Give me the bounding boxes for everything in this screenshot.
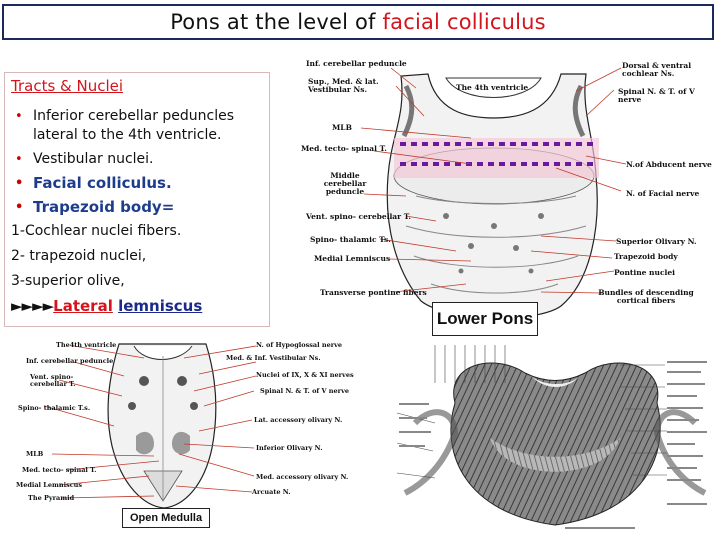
label-medulla-mlb: MLB bbox=[26, 450, 44, 458]
lateral-word: Lateral bbox=[53, 297, 113, 315]
label-medulla-medial-lemniscus: Medial Lemniscus bbox=[16, 481, 83, 489]
notes-panel: Tracts & Nuclei • Inferior cerebellar ped… bbox=[4, 72, 270, 327]
lower-pons-caption: Lower Pons bbox=[432, 302, 538, 336]
label-med-tecto-spinal: Med. tecto- spinal T. bbox=[301, 144, 387, 153]
label-inferior-olivary: Inferior Olivary N. bbox=[256, 444, 323, 452]
label-trapezoid-body: Trapezoid body bbox=[614, 252, 678, 261]
label-transverse-pontine: Transverse pontine fibers bbox=[320, 288, 427, 297]
label-vestibular-ns: Sup., Med. & lat. Vestibular Ns. bbox=[308, 77, 379, 94]
title-banner: Pons at the level of facial colliculus bbox=[2, 4, 714, 40]
label-medulla-vestibular: Med. & Inf. Vestibular Ns. bbox=[226, 354, 321, 362]
label-fourth-ventricle: The 4th ventricle bbox=[456, 83, 529, 92]
label-medulla-fourth-ventricle: The4th ventricle bbox=[56, 341, 117, 349]
arrows-icon: ►►►► bbox=[11, 297, 54, 315]
label-pyramid: The Pyramid bbox=[28, 494, 75, 502]
label-spinothalamic: Spino- thalamic Ts. bbox=[310, 235, 391, 244]
label-spinal-n-v: Spinal N. & T. of V nerve bbox=[618, 87, 695, 104]
bullet-text: Facial colliculus. bbox=[33, 174, 172, 192]
label-med-accessory-olivary: Med. accessory olivary N. bbox=[256, 473, 349, 481]
label-middle-cerebellar-peduncle: Middle cerebellar peduncle bbox=[323, 171, 367, 196]
lateral-lemniscus-line: ►►►►Lateral lemniscus bbox=[11, 297, 263, 315]
lower-pons-diagram: Inf. cerebellar peduncle Sup., Med. & la… bbox=[296, 56, 716, 338]
label-arcuate-nucleus: Arcuate N. bbox=[252, 488, 291, 496]
bullet-text: Inferior cerebellar peduncles lateral to… bbox=[33, 108, 235, 143]
histology-photo bbox=[395, 343, 715, 533]
notes-heading: Tracts & Nuclei bbox=[11, 77, 124, 95]
bullet-dot-icon: • bbox=[15, 109, 23, 124]
page-title: Pons at the level of facial colliculus bbox=[170, 10, 546, 34]
open-medulla-diagram: The4th ventricle N. of Hypoglossal nerve… bbox=[4, 336, 390, 530]
bullet-item: • Inferior cerebellar peduncles lateral t… bbox=[11, 107, 263, 145]
label-medial-lemniscus: Medial Lemniscus bbox=[314, 254, 391, 263]
bullet-item: • Trapezoid body= bbox=[11, 198, 263, 217]
list-item: 1-Cochlear nuclei fibers. bbox=[11, 223, 182, 239]
label-hypoglossal-nucleus: N. of Hypoglossal nerve bbox=[256, 341, 343, 349]
bullet-text: Trapezoid body= bbox=[33, 198, 175, 216]
bullet-text: Vestibular nuclei. bbox=[33, 151, 154, 167]
bullet-dot-icon: • bbox=[15, 152, 23, 167]
open-medulla-caption: Open Medulla bbox=[122, 508, 210, 528]
medulla-section-drawing bbox=[43, 343, 257, 509]
label-lat-accessory-olivary: Lat. accessory olivary N. bbox=[254, 416, 343, 424]
lemniscus-word: lemniscus bbox=[118, 297, 203, 315]
label-medulla-inf-cerebellar: Inf. cerebellar peduncle bbox=[26, 357, 114, 365]
bullet-dot-icon: • bbox=[15, 176, 24, 191]
list-item: 2- trapezoid nuclei, bbox=[11, 248, 147, 264]
bullet-item: • Facial colliculus. bbox=[11, 174, 263, 193]
title-highlight: facial colliculus bbox=[382, 10, 546, 34]
label-nuclei-ix-x-xi: Nuclei of IX, X & XI nerves bbox=[256, 371, 354, 379]
label-descending-cortical: Bundles of descending cortical fibers bbox=[598, 288, 694, 305]
label-medulla-tecto-spinal: Med. tecto- spinal T. bbox=[22, 466, 97, 474]
title-prefix: Pons at the level of bbox=[170, 10, 383, 34]
bullet-item: • Vestibular nuclei. bbox=[11, 150, 263, 169]
label-vent-spinocerebellar: Vent. spino- cerebellar T. bbox=[306, 212, 411, 221]
label-inf-cerebellar-peduncle: Inf. cerebellar peduncle bbox=[306, 59, 407, 68]
label-medulla-vent-spinocerebellar: Vent. spino- cerebellar T. bbox=[30, 373, 76, 388]
label-cochlear-ns: Dorsal & ventral cochlear Ns. bbox=[622, 61, 692, 78]
label-medulla-spinal-v: Spinal N. & T. of V nerve bbox=[260, 387, 349, 395]
label-medulla-spinothalamic: Spino- thalamic T.s. bbox=[18, 404, 91, 412]
bullet-dot-icon: • bbox=[15, 200, 24, 215]
pons-section-drawing bbox=[360, 67, 627, 319]
label-abducent-nucleus: N.of Abducent nerve bbox=[626, 160, 712, 169]
label-facial-nucleus: N. of Facial nerve bbox=[626, 189, 700, 198]
list-item: 3-superior olive, bbox=[11, 273, 125, 289]
label-mlb: MLB bbox=[332, 123, 352, 132]
label-superior-olivary: Superior Olivary N. bbox=[616, 237, 697, 246]
label-pontine-nuclei: Pontine nuclei bbox=[614, 268, 675, 277]
histology-section-image bbox=[396, 345, 707, 529]
